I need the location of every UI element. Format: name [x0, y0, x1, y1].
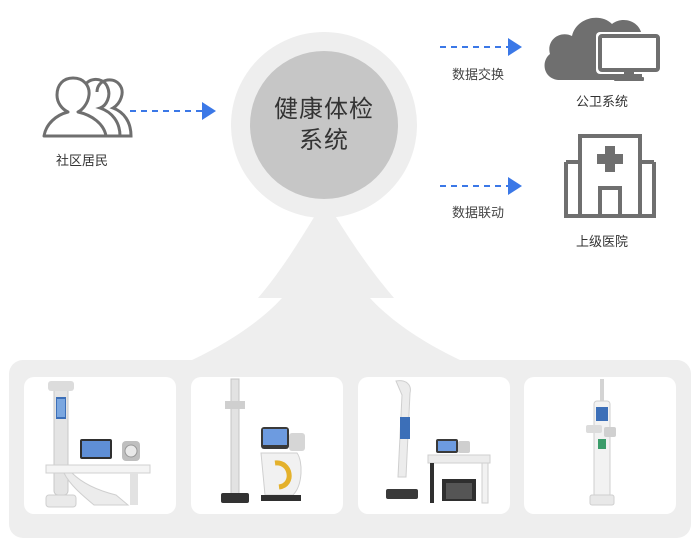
public-health-label: 公卫系统 — [576, 95, 629, 110]
hospital-building-icon — [564, 134, 656, 218]
device-kiosk-image — [45, 381, 151, 508]
residents-label: 社区居民 — [56, 154, 109, 169]
device-height-scale-cart-image — [221, 378, 305, 503]
system-title-line2: 系统 — [299, 126, 349, 154]
device-height-scale-table-image — [386, 380, 491, 504]
data-linkage-label: 数据联动 — [452, 206, 505, 221]
system-title-line1: 健康体检 — [274, 95, 374, 123]
data-exchange-arrow — [440, 38, 522, 56]
system-title: 健康体检 系统 — [250, 94, 398, 156]
data-linkage-arrow — [440, 177, 522, 195]
residents-arrow — [130, 102, 216, 120]
system-inner-circle — [250, 51, 398, 199]
device-card-3 — [358, 377, 510, 514]
hospital-label: 上级医院 — [576, 235, 629, 250]
device-card-2 — [191, 377, 343, 514]
people-icon — [42, 76, 133, 138]
device-card-1 — [24, 377, 176, 514]
cloud-monitor-icon — [544, 17, 662, 81]
device-slim-scale-image — [586, 379, 616, 506]
data-exchange-label: 数据交换 — [452, 68, 505, 83]
device-card-4 — [524, 377, 676, 514]
